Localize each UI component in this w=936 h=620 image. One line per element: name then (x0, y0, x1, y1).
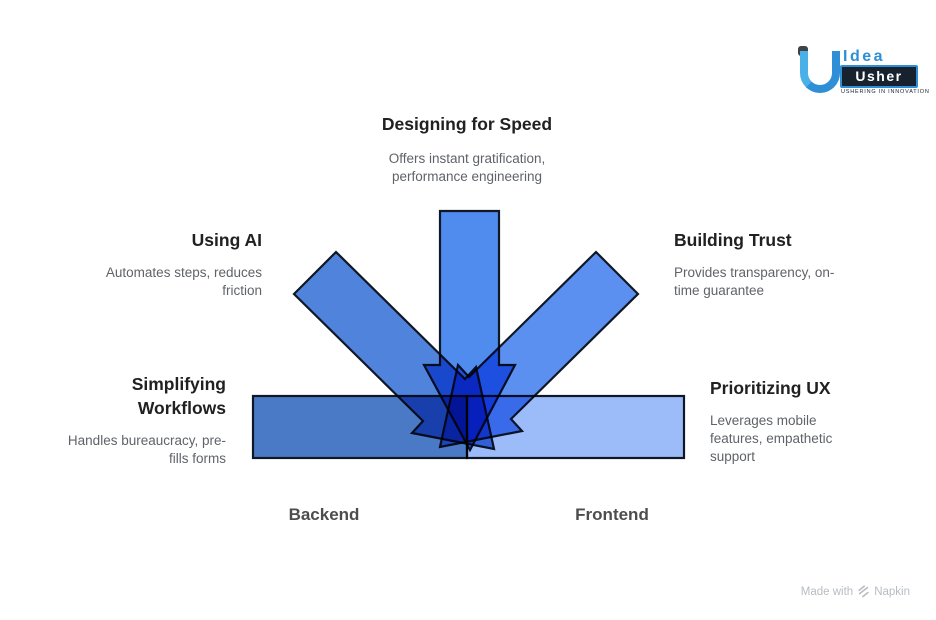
simplifying-workflows-bar (251, 394, 469, 460)
simplifying-workflows-title: Simplifying Workflows (131, 374, 226, 418)
building-trust-desc: Provides transparency, on- time guarante… (674, 265, 835, 298)
logo-usher-text: Usher (840, 65, 918, 88)
designing-for-speed-desc: Offers instant gratification, performanc… (388, 151, 546, 184)
frontend-label: Frontend (575, 505, 649, 524)
napkin-logo-icon (858, 585, 869, 598)
prioritizing-ux-bar (465, 394, 686, 460)
designing-for-speed-title: Designing for Speed (381, 114, 553, 134)
napkin-brand-text: Napkin (874, 585, 910, 598)
prioritizing-ux-title: Prioritizing UX (710, 378, 831, 398)
logo-tagline: USHERING IN INNOVATION (841, 89, 930, 95)
made-with-text: Made with (800, 585, 854, 598)
logo-u-arc (800, 51, 840, 93)
idea-usher-u-mark-icon (797, 46, 840, 93)
napkin-attribution: Made with Napkin (801, 585, 910, 598)
simplifying-workflows-desc: Handles bureaucracy, pre- fills forms (67, 433, 226, 466)
prioritizing-ux-desc: Leverages mobile features, empathetic su… (710, 413, 833, 464)
using-ai-desc: Automates steps, reduces friction (105, 265, 262, 298)
idea-usher-logo: Idea Usher USHERING IN INNOVATION (797, 38, 930, 96)
logo-idea-text: Idea (843, 48, 886, 65)
backend-label: Backend (288, 505, 360, 524)
using-ai-title: Using AI (191, 230, 262, 250)
building-trust-title: Building Trust (674, 230, 792, 250)
